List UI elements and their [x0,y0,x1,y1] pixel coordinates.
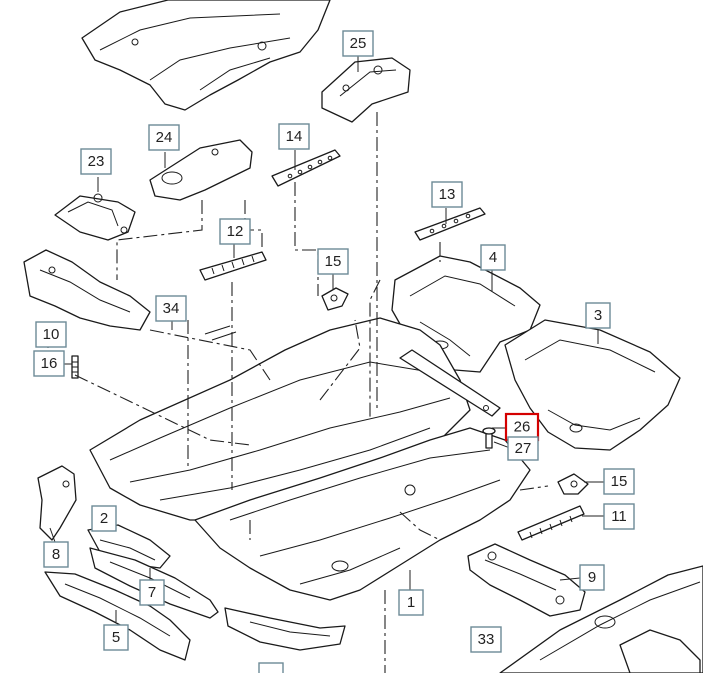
callout-label: 15 [325,253,342,270]
callout-23[interactable]: 23 [80,148,112,175]
callout-label: 2 [100,510,108,527]
callout-label: 27 [515,440,532,457]
callout-label: 14 [286,128,303,145]
callout-8[interactable]: 8 [43,541,69,568]
callout-16[interactable]: 16 [33,350,65,377]
callout-1[interactable]: 1 [398,589,424,616]
callout-11[interactable]: 11 [603,503,635,530]
callout-label: 26 [514,419,531,436]
callout-4[interactable]: 4 [480,244,506,271]
bulkhead-part [81,0,331,111]
callout-9[interactable]: 9 [579,564,605,591]
callout-27[interactable]: 27 [507,436,539,461]
callout-label: 25 [350,35,367,52]
callout-label: 3 [594,307,602,324]
callout-label: 33 [478,631,495,648]
spare-well-3-part [504,319,681,451]
callout-2[interactable]: 2 [91,505,117,532]
callout-label: 24 [156,129,173,146]
callout-label: 16 [41,355,58,372]
stud-16-part [71,355,79,379]
strip-12-part [199,251,267,281]
strip-14-part [271,149,341,187]
strip-11-part [517,505,585,541]
plate-15-lower-part [557,473,589,495]
callout-label: 10 [43,326,60,343]
callout-label: 15 [611,473,628,490]
callout-label: 11 [611,508,627,525]
callout-partial-bottom[interactable] [258,662,284,673]
callout-label: 34 [163,300,180,317]
callout-14[interactable]: 14 [278,123,310,150]
rear-floor-1-part [194,427,531,601]
callout-10[interactable]: 10 [35,321,67,348]
cross-member-10-part [23,249,151,331]
callout-25[interactable]: 25 [342,30,374,57]
strip-13-part [414,207,486,241]
plate-15-upper-part [321,287,349,311]
callout-15-lower[interactable]: 15 [603,468,635,495]
callout-15-upper[interactable]: 15 [317,248,349,275]
callout-label: 4 [489,249,497,266]
callout-label: 5 [112,629,120,646]
callout-label: 7 [148,584,156,601]
cover-plate-24-part [149,139,253,201]
callout-26-highlighted[interactable]: 26 [504,412,540,442]
callout-label: 1 [407,594,415,611]
bolt-27-part [482,427,496,449]
lower-sill-bracket-part [224,607,346,651]
callout-label: 9 [588,569,596,586]
callout-label: 8 [52,546,60,563]
callout-13[interactable]: 13 [431,181,463,208]
callout-7[interactable]: 7 [139,579,165,606]
callout-label: 12 [227,223,244,240]
callout-label: 23 [88,153,105,170]
callout-24[interactable]: 24 [148,124,180,151]
callout-33[interactable]: 33 [470,626,502,653]
side-piece-8-part [37,465,77,541]
mount-23-part [54,193,136,241]
side-member-5-part [44,571,191,661]
bracket-9-part [467,543,586,617]
callout-5[interactable]: 5 [103,624,129,651]
callout-34[interactable]: 34 [155,295,187,322]
cross-member-33-part [499,565,703,673]
plate-26-part [399,349,501,417]
callout-12[interactable]: 12 [219,218,251,245]
callout-label: 13 [439,186,456,203]
bracket-25-part [321,57,411,123]
callout-3[interactable]: 3 [585,302,611,329]
